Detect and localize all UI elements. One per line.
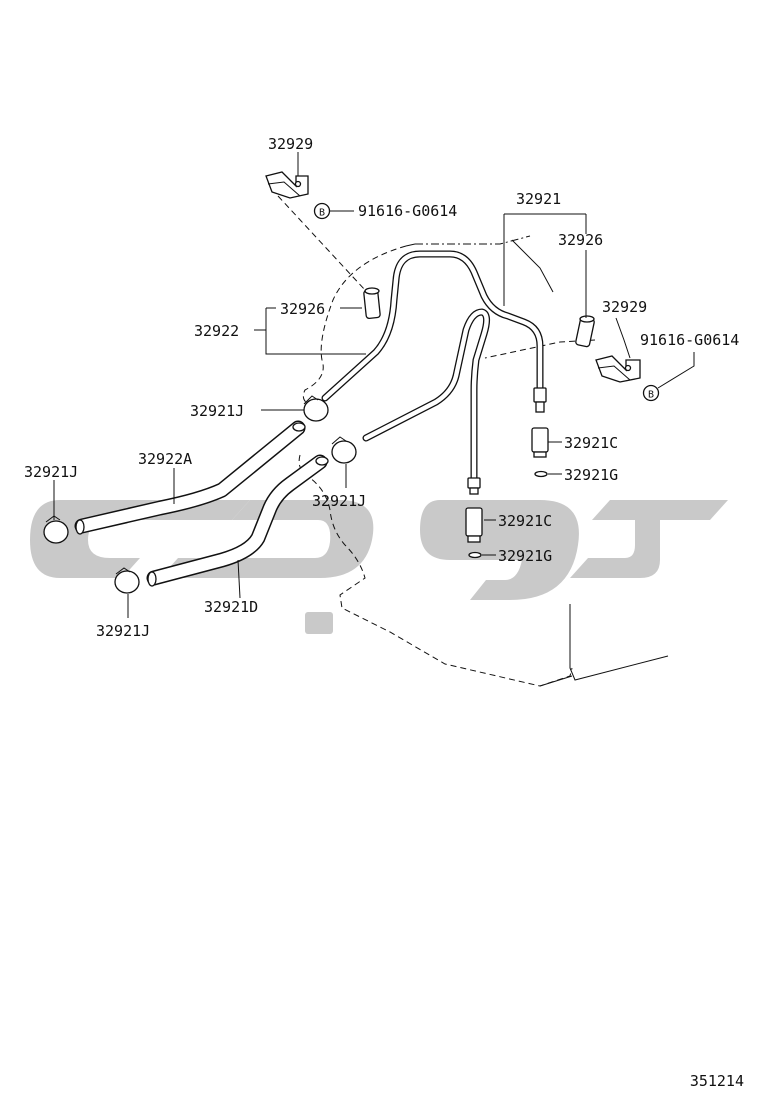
clamp-bracket-right — [595, 355, 641, 383]
label-32922A: 32922A — [138, 450, 192, 468]
label-32926-left: 32926 — [280, 300, 325, 318]
fuel-pipes — [321, 250, 544, 484]
leader-lines — [53, 152, 695, 618]
bolt-mark-top: B — [319, 208, 325, 219]
label-32926-right: 32926 — [558, 231, 603, 249]
clamp-middle — [331, 436, 357, 464]
pipe-fittings — [465, 387, 549, 559]
part-labels: 32929 91616-G0614 32921 32926 32926 3292… — [24, 135, 739, 640]
label-32921J-b: 32921J — [24, 463, 78, 481]
clamp-bottom — [114, 567, 140, 594]
hose-clamps — [43, 395, 357, 594]
label-32921G-a: 32921G — [564, 466, 618, 484]
label-32921D: 32921D — [204, 598, 258, 616]
clamp-bracket-top — [265, 171, 309, 199]
label-32929-right: 32929 — [602, 298, 647, 316]
pipe-clamp-brackets — [265, 171, 641, 383]
label-32921J-d: 32921J — [96, 622, 150, 640]
rubber-hoses — [74, 420, 329, 587]
label-32921J-c: 32921J — [312, 492, 366, 510]
label-bolt-top: 91616-G0614 — [358, 202, 457, 220]
grommets — [363, 287, 595, 348]
label-32921G-b: 32921G — [498, 547, 552, 565]
label-32921J-a: 32921J — [190, 402, 244, 420]
bolt-markers: B B — [313, 202, 660, 402]
label-bolt-right: 91616-G0614 — [640, 331, 739, 349]
figure-number: 351214 — [690, 1072, 744, 1090]
bolt-mark-right: B — [648, 390, 654, 401]
label-32929-top: 32929 — [268, 135, 313, 153]
label-32921C-a: 32921C — [564, 434, 618, 452]
label-32921: 32921 — [516, 190, 561, 208]
label-32922: 32922 — [194, 322, 239, 340]
label-32921C-b: 32921C — [498, 512, 552, 530]
